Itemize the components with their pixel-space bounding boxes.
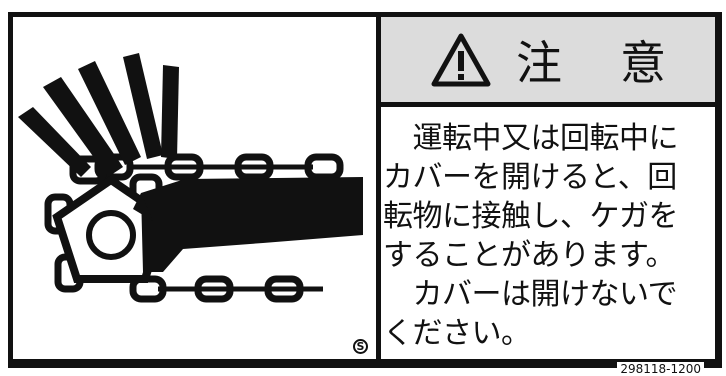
- hand-in-chain-icon: [18, 53, 363, 303]
- heading-char-1: 注: [516, 35, 562, 90]
- message-line-5: カバーは開けないで: [383, 277, 678, 312]
- caution-label: S 注 意 運転中又は回転中に カバーを開けると、回 転物に接触し、ケガを する…: [8, 12, 722, 376]
- heading-char-2: 意: [620, 35, 666, 90]
- message-line-2: カバーを開けると、回: [383, 160, 677, 195]
- warning-triangle-icon: [431, 33, 491, 86]
- caution-heading: 注 意: [381, 17, 715, 102]
- message-line-4: することがあります。: [383, 238, 676, 273]
- message-line-1: 運転中又は回転中に: [383, 121, 678, 156]
- part-number: 298118-1200: [617, 362, 704, 376]
- message-line-6: ください。: [383, 316, 531, 351]
- message-panel: 運転中又は回転中に カバーを開けると、回 転物に接触し、ケガを することがありま…: [381, 107, 715, 359]
- hazard-pictogram: S: [13, 17, 376, 359]
- registered-mark-icon: S: [353, 339, 368, 354]
- message-line-3: 転物に接触し、ケガを: [383, 199, 679, 234]
